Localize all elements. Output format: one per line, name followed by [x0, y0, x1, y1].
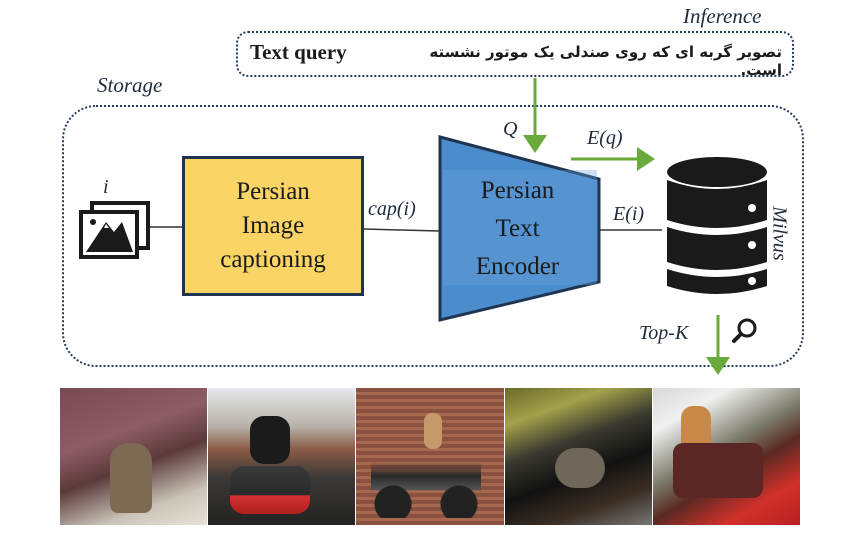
result-image-2 — [207, 388, 356, 525]
result-image-1 — [60, 388, 208, 525]
encoder-shape — [438, 135, 601, 322]
result-image-5 — [651, 388, 801, 525]
result-image-3 — [355, 388, 504, 525]
edge-label-ei: E(i) — [613, 203, 645, 225]
edge-label-cap: cap(i) — [368, 198, 416, 220]
edge-label-q: Q — [503, 118, 518, 140]
search-icon — [732, 318, 757, 343]
encoder-line-1: Persian — [480, 177, 555, 204]
encoder-line-2: Text — [495, 215, 540, 242]
persian-query-text: تصویر گربه ای که روی صندلی یک موتور نشست… — [429, 43, 782, 79]
captioning-line-3: captioning — [220, 246, 326, 273]
result-image-4 — [503, 388, 652, 525]
database-icon — [667, 157, 767, 294]
inference-label: Inference — [683, 4, 762, 28]
results-strip — [60, 388, 801, 525]
image-input-label: i — [103, 176, 109, 198]
edge-label-eq: E(q) — [587, 127, 623, 149]
captioning-line-2: Image — [241, 212, 305, 239]
database-label: Milvus — [768, 206, 791, 261]
storage-box — [62, 105, 804, 367]
encoder-block: Persian Text Encoder — [440, 172, 595, 286]
storage-label: Storage — [97, 73, 163, 97]
images-icon — [79, 201, 150, 259]
captioning-line-1: Persian — [236, 178, 310, 205]
captioning-block: Persian Image captioning — [182, 156, 364, 296]
edge-label-topk: Top-K — [639, 322, 689, 344]
encoder-line-3: Encoder — [475, 253, 560, 280]
text-query-label: Text query — [250, 40, 347, 64]
inference-box — [236, 31, 794, 77]
